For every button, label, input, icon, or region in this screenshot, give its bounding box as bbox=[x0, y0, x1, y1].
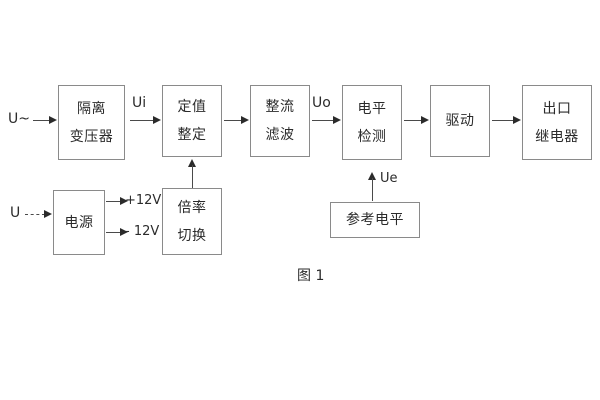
block-isolation-transformer: 隔离 变压器 bbox=[58, 85, 125, 160]
level-detect-line2: 检测 bbox=[357, 128, 387, 145]
arrow-power-supply-negative bbox=[106, 228, 128, 237]
output-relay-line1: 出口 bbox=[542, 100, 572, 117]
rectify-filter-line2: 滤波 bbox=[265, 127, 295, 143]
input-dc-label: U bbox=[10, 205, 21, 221]
isolation-transformer-line1: 隔离 bbox=[77, 100, 106, 117]
multiplier-switch-line1: 倍率 bbox=[177, 199, 207, 216]
arrow-drive-to-output-relay bbox=[492, 116, 521, 125]
arrow-rectify-filter-to-level-detect bbox=[312, 116, 341, 125]
rectify-filter-line1: 整流 bbox=[265, 99, 295, 115]
output-relay-line2: 继电器 bbox=[535, 128, 579, 145]
block-power-supply: 电源 bbox=[53, 190, 105, 255]
uo-label: Uo bbox=[312, 95, 331, 111]
setting-value-line2: 整定 bbox=[177, 127, 207, 143]
figure-caption: 图 1 bbox=[297, 268, 325, 284]
block-drive: 驱动 bbox=[430, 85, 490, 157]
level-detect-line1: 电平 bbox=[357, 100, 387, 117]
block-level-detect: 电平 检测 bbox=[342, 85, 402, 160]
arrow-multiplier-switch-to-setting-value bbox=[188, 159, 197, 188]
input-ac-label: U~ bbox=[8, 111, 30, 127]
reference-level-line1: 参考电平 bbox=[346, 212, 404, 228]
block-output-relay: 出口 继电器 bbox=[522, 85, 592, 160]
block-rectify-filter: 整流 滤波 bbox=[250, 85, 310, 157]
arrow-setting-value-to-rectify-filter bbox=[224, 116, 249, 125]
arrow-input-to-isolation-transformer bbox=[33, 116, 57, 125]
arrow-input-to-power-supply bbox=[25, 210, 52, 219]
ui-label: Ui bbox=[132, 95, 147, 111]
arrow-power-supply-positive bbox=[106, 197, 128, 206]
setting-value-line1: 定值 bbox=[177, 99, 207, 115]
supply-positive-label: +12V bbox=[125, 193, 162, 208]
ue-label: Ue bbox=[380, 171, 398, 186]
isolation-transformer-line2: 变压器 bbox=[69, 128, 114, 145]
supply-negative-label: - 12V bbox=[125, 224, 160, 239]
block-reference-level: 参考电平 bbox=[330, 202, 420, 238]
arrow-level-detect-to-drive bbox=[404, 116, 429, 125]
multiplier-switch-line2: 切换 bbox=[177, 227, 207, 244]
power-supply-line1: 电源 bbox=[64, 214, 94, 231]
block-setting-value: 定值 整定 bbox=[162, 85, 222, 157]
drive-line1: 驱动 bbox=[445, 113, 475, 129]
block-multiplier-switch: 倍率 切换 bbox=[162, 188, 222, 255]
arrow-reference-level-to-level-detect bbox=[368, 172, 377, 201]
arrow-isolation-transformer-to-setting-value bbox=[130, 116, 161, 125]
